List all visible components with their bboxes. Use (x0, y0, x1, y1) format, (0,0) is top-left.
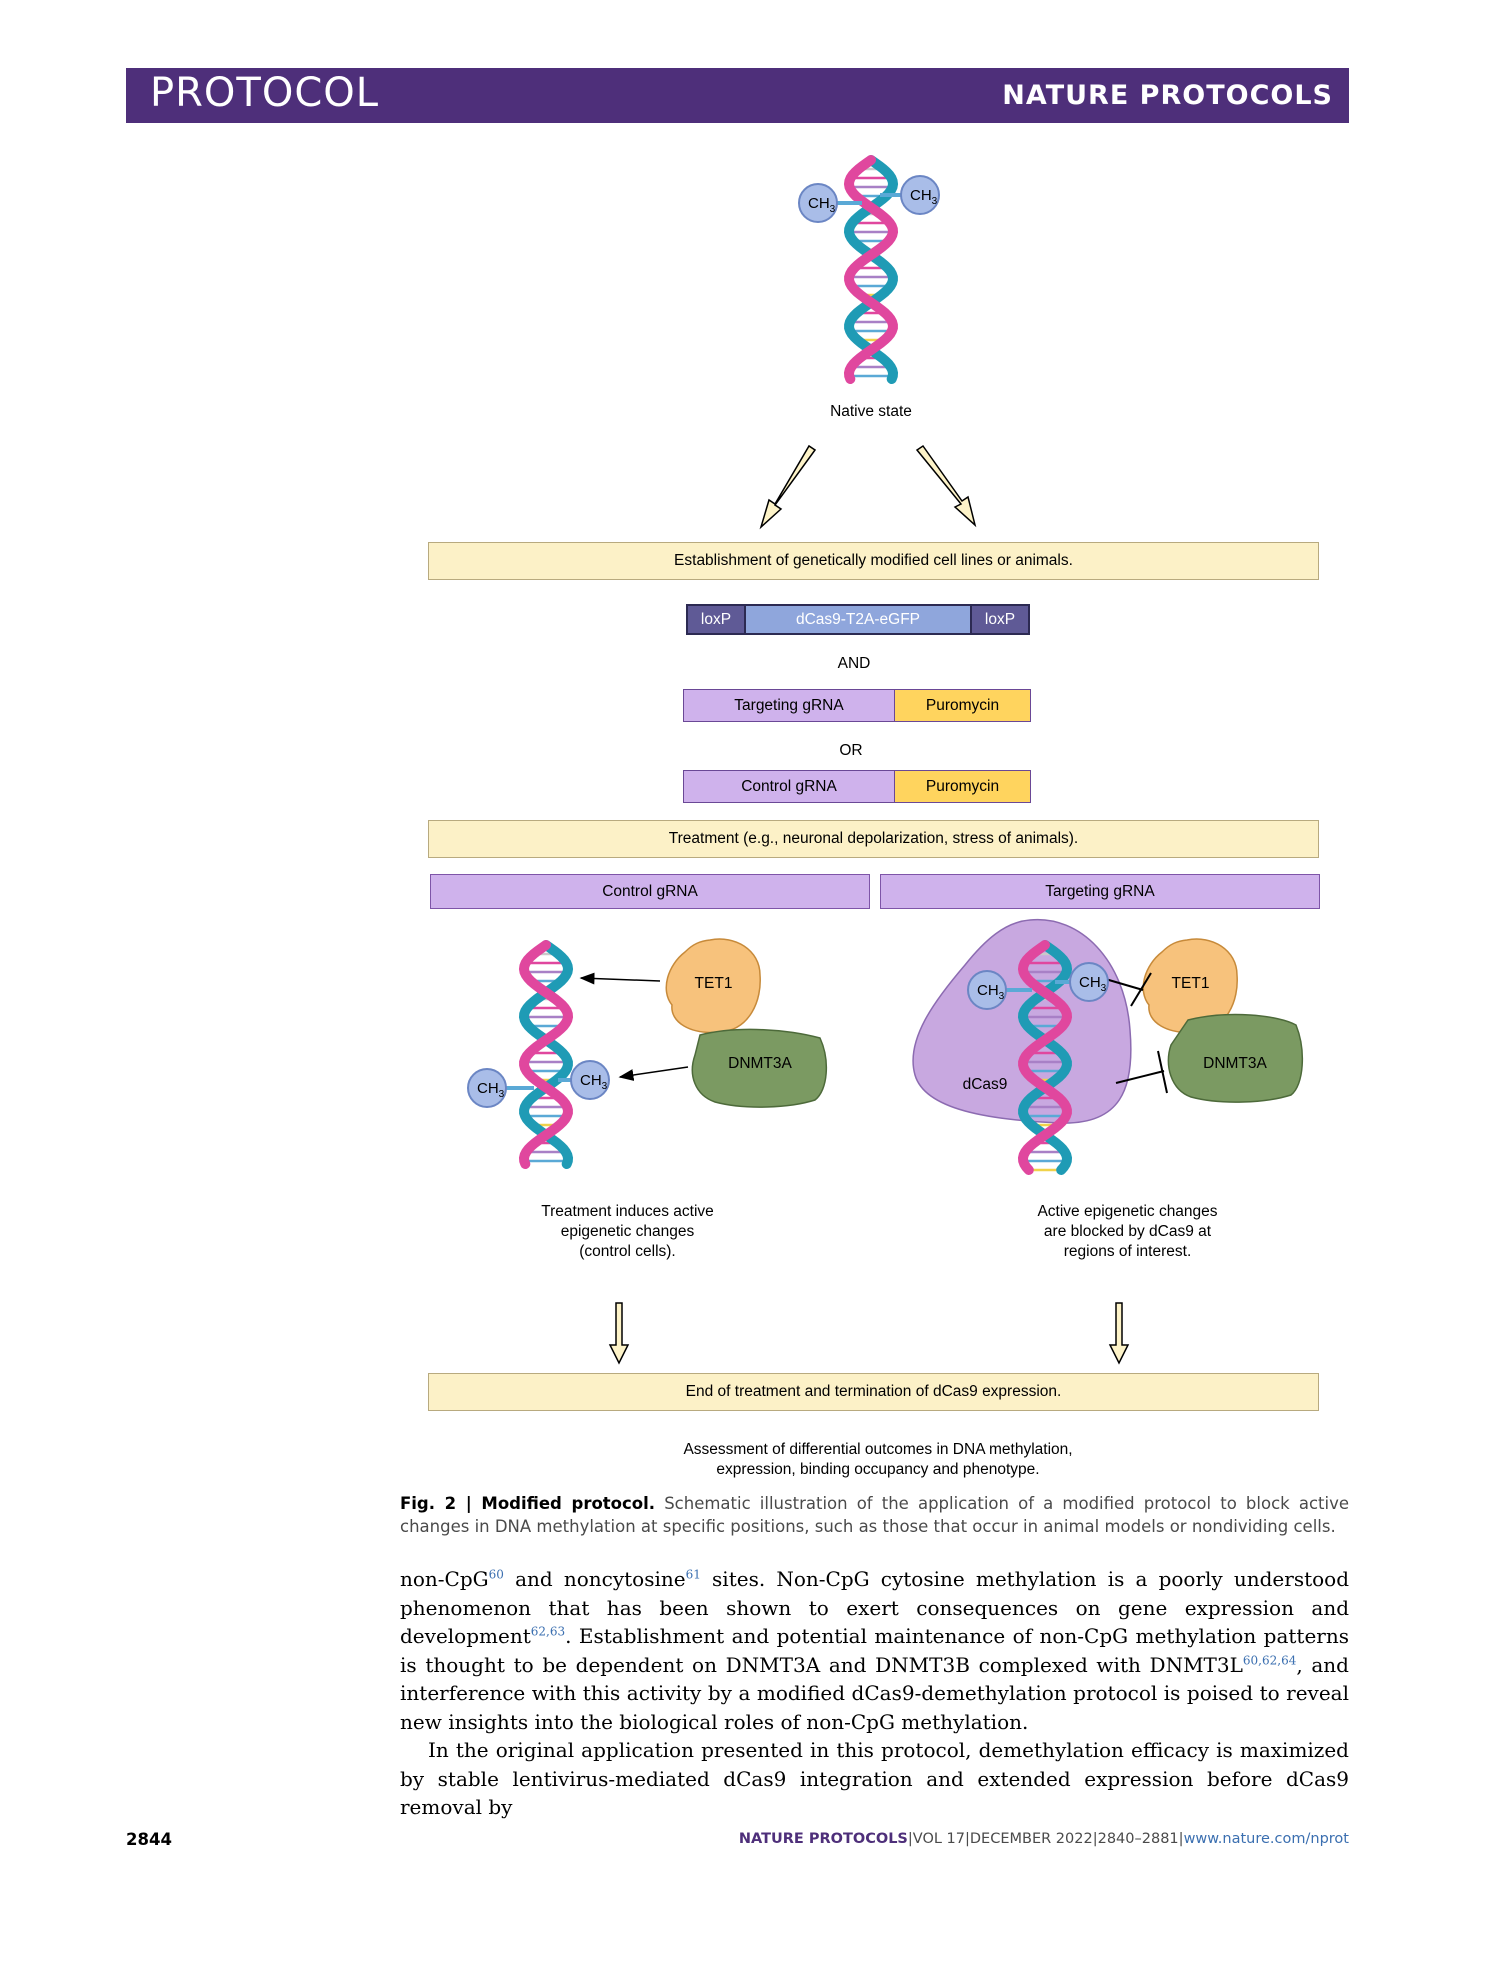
tet1-label-left: TET1 (694, 975, 733, 992)
native-state-label: Native state (830, 403, 912, 420)
ch3-native-left (798, 183, 838, 223)
tet1-protein-left (665, 938, 761, 1034)
ch3-native-right-label: CH3 (910, 187, 938, 207)
targeting-grna-construct: Targeting gRNA (683, 689, 895, 722)
establishment-bar: Establishment of genetically modified ce… (428, 542, 1319, 580)
ch3-targeting-left-label: CH3 (977, 982, 1005, 1002)
citation-ref[interactable]: 60 (488, 1567, 504, 1582)
footer-volume: VOL 17 (912, 1831, 965, 1847)
control-grna-panel-header: Control gRNA (430, 874, 870, 909)
and-label: AND (837, 655, 871, 672)
dcas9-construct-box: dCas9-T2A-eGFP (744, 604, 972, 635)
tet1-protein-right (1142, 938, 1238, 1034)
dnmt3a-to-dna-arrow (618, 1066, 689, 1081)
header-journal-name: NATURE PROTOCOLS (1002, 80, 1333, 111)
loxp-left-box: loxP (686, 604, 746, 635)
dnmt3a-protein-right (1167, 1013, 1304, 1103)
split-arrow-right (915, 444, 977, 528)
footer-url[interactable]: www.nature.com/nprot (1183, 1831, 1349, 1847)
header-section-title: PROTOCOL (150, 70, 380, 116)
body-paragraph-1: non-CpG60 and noncytosine61 sites. Non-C… (400, 1567, 1349, 1734)
dnmt3a-inhibition-line (1115, 1050, 1168, 1094)
footer-pages: 2840–2881 (1097, 1831, 1179, 1847)
ch3-targeting-right (1069, 962, 1109, 1002)
ch3-targeting-left (967, 970, 1007, 1010)
dnmt3a-protein-left (691, 1028, 828, 1108)
citation-ref[interactable]: 62,63 (530, 1624, 566, 1639)
or-label: OR (839, 742, 863, 759)
header-bar: PROTOCOL NATURE PROTOCOLS (126, 68, 1349, 123)
tet1-to-dna-arrow (579, 972, 661, 985)
dna-helix-control (518, 940, 574, 1169)
citation-ref[interactable]: 60,62,64 (1242, 1652, 1297, 1667)
footer-journal-name: NATURE PROTOCOLS (738, 1831, 908, 1847)
down-arrow-right (1108, 1302, 1130, 1365)
puromycin-box-2: Puromycin (894, 770, 1031, 803)
puromycin-box-1: Puromycin (894, 689, 1031, 722)
ch3-targeting-right-label: CH3 (1079, 974, 1107, 994)
assessment-text: Assessment of differential outcomes in D… (683, 1441, 1073, 1478)
dnmt3a-label-right: DNMT3A (1203, 1055, 1267, 1072)
ch3-control-right (570, 1060, 610, 1100)
dna-helix-native (843, 155, 899, 384)
split-arrow-left (759, 444, 817, 530)
control-grna-construct: Control gRNA (683, 770, 895, 803)
treatment-bar: Treatment (e.g., neuronal depolarization… (428, 820, 1319, 858)
tet1-label-right: TET1 (1171, 975, 1210, 992)
end-treatment-bar: End of treatment and termination of dCas… (428, 1373, 1319, 1411)
footer-citation: NATURE PROTOCOLS|VOL 17|DECEMBER 2022|28… (738, 1831, 1349, 1847)
caption-label: Fig. 2 | Modified protocol. (400, 1494, 656, 1513)
footer-date: DECEMBER 2022 (969, 1831, 1093, 1847)
dcas9-label: dCas9 (962, 1076, 1008, 1093)
dnmt3a-label-left: DNMT3A (728, 1055, 792, 1072)
body-text: non-CpG60 and noncytosine61 sites. Non-C… (400, 1565, 1349, 1822)
ch3-control-left-label: CH3 (477, 1080, 505, 1100)
loxp-right-box: loxP (970, 604, 1030, 635)
page-number: 2844 (126, 1830, 172, 1849)
citation-ref[interactable]: 61 (685, 1567, 701, 1582)
ch3-control-right-label: CH3 (580, 1072, 608, 1092)
caption-text: Schematic illustration of the applicatio… (400, 1494, 1349, 1536)
ch3-native-right (900, 175, 940, 215)
targeting-grna-panel-header: Targeting gRNA (880, 874, 1320, 909)
figure-caption: Fig. 2 | Modified protocol. Schematic il… (400, 1492, 1349, 1538)
ch3-native-left-label: CH3 (808, 195, 836, 215)
ch3-control-left (467, 1068, 507, 1108)
down-arrow-left (608, 1302, 630, 1365)
body-paragraph-2: In the original application presented in… (400, 1738, 1349, 1819)
